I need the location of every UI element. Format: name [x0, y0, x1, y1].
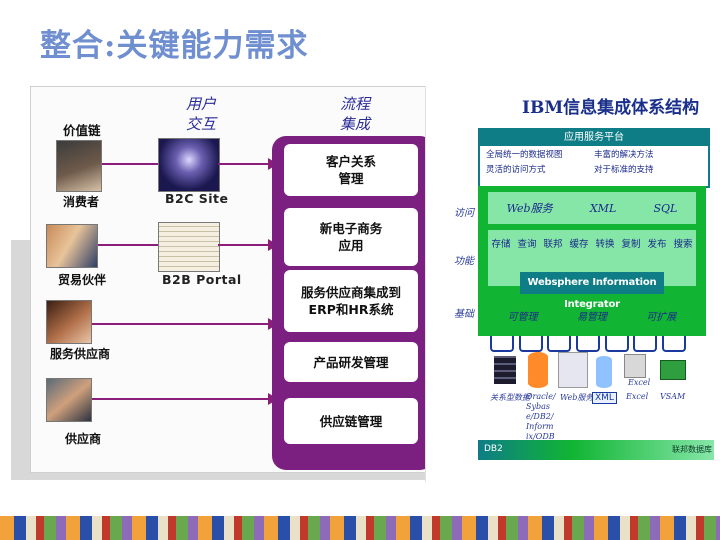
- footer-band: [478, 440, 714, 460]
- adapter-icon: [604, 336, 629, 352]
- web-service-icon: [558, 352, 588, 388]
- source-label: Excel: [628, 378, 651, 387]
- actor-service-provider: 服务供应商: [50, 347, 111, 361]
- source-label: Excel: [626, 392, 649, 401]
- b2c-site-screenshot: [158, 138, 220, 192]
- stage-crm: 客户关系管理: [284, 144, 418, 196]
- bullet: 灵活的访问方式: [486, 165, 546, 175]
- actor-trade-partner: 贸易伙伴: [58, 273, 107, 287]
- portal-b2b: B2B Portal: [162, 272, 242, 287]
- adapter-icon: [490, 336, 514, 352]
- stage-plm: 产品研发管理: [284, 342, 418, 382]
- actor-consumer: 消费者: [63, 195, 100, 209]
- xml-store-icon: [596, 356, 612, 388]
- excel-icon: [624, 354, 646, 378]
- adapter-icon: [575, 336, 600, 352]
- websphere-product-bar: Websphere Information Integrator: [520, 272, 664, 310]
- connector-line: [218, 163, 268, 165]
- stage-scm: 供应链管理: [284, 398, 418, 444]
- supplier-photo: [46, 378, 92, 422]
- footer-left-label: DB2: [484, 444, 503, 454]
- b2b-portal-screenshot: [158, 222, 220, 272]
- bullet: 全局统一的数据视图: [486, 150, 563, 160]
- service-provider-photo: [46, 300, 92, 344]
- connector-line: [218, 244, 268, 246]
- source-label: Web服务: [560, 393, 594, 402]
- header-process-integration: 流程集成: [339, 95, 370, 133]
- management-row: 可管理易管理可扩展: [507, 311, 677, 323]
- adapter-icon: [661, 336, 686, 352]
- ibm-architecture-title: IBM信息集成体系结构: [522, 98, 700, 118]
- connector-line: [92, 398, 268, 400]
- portal-b2c: B2C Site: [165, 191, 229, 206]
- source-label: XML: [592, 392, 617, 404]
- header-user-interaction: 用户交互: [185, 95, 216, 133]
- platform-title: 应用服务平台: [480, 130, 708, 146]
- trade-partner-photo: [46, 224, 98, 268]
- bullet: 对于标准的支持: [594, 165, 654, 175]
- vsam-icon: [660, 360, 686, 380]
- footer-right-label: 联邦数据库: [672, 445, 712, 454]
- actor-supplier: 供应商: [65, 432, 102, 446]
- source-label: VSAM: [660, 392, 686, 401]
- header-value-chain: 价值链: [63, 123, 101, 138]
- source-label: 关系型数据: [490, 393, 530, 402]
- consumer-photo: [56, 140, 102, 192]
- adapter-icon: [518, 336, 543, 352]
- bullet: 丰富的解决方法: [594, 150, 654, 160]
- platform-block: 应用服务平台 全局统一的数据视图 丰富的解决方法 灵活的访问方式 对于标准的支持: [478, 128, 710, 188]
- side-label-function: 功能: [454, 256, 474, 267]
- connector-line: [92, 323, 268, 325]
- stage-new-ebusiness: 新电子商务应用: [284, 208, 418, 266]
- connector-line: [98, 244, 158, 246]
- adapter-row: [490, 336, 686, 354]
- side-label-access: 访问: [454, 208, 474, 219]
- database-cylinder-icon: [528, 352, 548, 388]
- adapter-icon: [547, 336, 572, 352]
- relational-db-icon: [494, 356, 516, 384]
- adapter-icon: [633, 336, 658, 352]
- side-label-foundation: 基础: [454, 309, 474, 320]
- decorative-bottom-strip: [0, 516, 720, 540]
- connector-line: [102, 163, 158, 165]
- page-title: 整合:关键能力需求: [40, 28, 309, 64]
